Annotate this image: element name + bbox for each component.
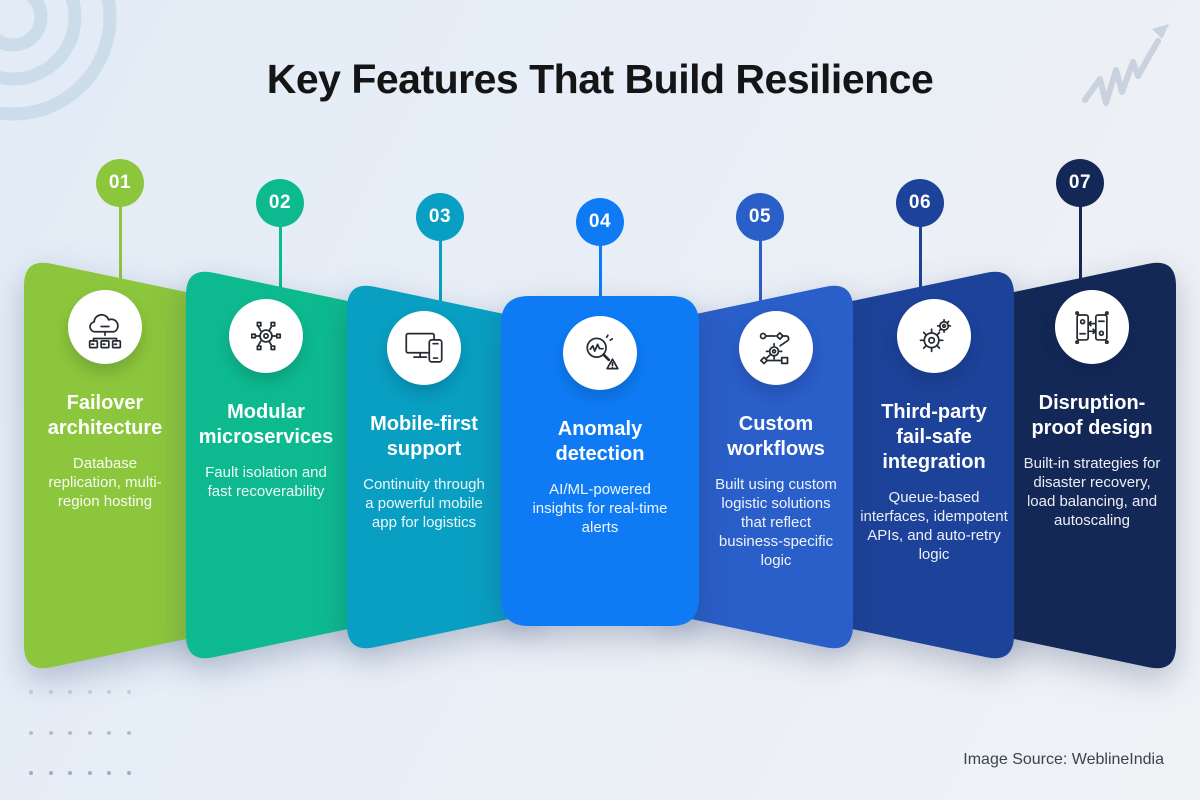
feature-card-7: Disruption-proof design Built-in strateg… — [976, 258, 1176, 673]
badge-stem-5 — [758, 239, 762, 314]
badge-stem-4 — [598, 244, 602, 310]
grid-dot — [29, 690, 33, 694]
card-title: Custom workflows — [727, 413, 825, 460]
card-description: AI/ML-powered insights for real-time ale… — [532, 481, 668, 536]
grid-dot — [127, 771, 131, 775]
card-shape — [814, 271, 1014, 659]
number-badge-3: 03 — [416, 193, 464, 241]
page-title: Key Features That Build Resilience — [266, 56, 934, 102]
feature-card-2: Modular microservices Fault isolation an… — [186, 267, 386, 663]
data-sync-icon — [1055, 290, 1129, 364]
workflow-icon — [739, 311, 813, 385]
feature-card-4: Anomaly detection AI/ML-powered insights… — [501, 296, 699, 626]
grid-dot — [68, 771, 73, 775]
number-badge-7: 07 — [1056, 159, 1104, 207]
number-badge-2: 02 — [256, 179, 304, 227]
grid-dot — [68, 690, 73, 694]
card-title: Failover architecture — [47, 392, 163, 439]
grid-dot — [107, 771, 112, 775]
number-badge-4: 04 — [576, 198, 624, 246]
grid-dot — [48, 690, 53, 694]
badge-stem-3 — [438, 239, 442, 314]
cloud-failover-icon — [68, 290, 142, 364]
grid-dot — [127, 731, 131, 735]
grid-dot — [48, 771, 53, 775]
grid-dot — [87, 690, 92, 694]
grid-dot — [48, 731, 53, 735]
mobile-first-icon — [387, 311, 461, 385]
grid-dot — [127, 690, 131, 694]
card-description: Continuity through a powerful mobile app… — [363, 476, 485, 531]
feature-card-5: Custom workflows Built using custom logi… — [653, 281, 853, 653]
card-description: Queue-based interfaces, idempotent APIs,… — [860, 489, 1008, 563]
card-shape — [653, 285, 853, 649]
card-shape — [347, 285, 547, 649]
badge-stem-6 — [918, 225, 922, 301]
card-shape — [186, 271, 386, 659]
number-badge-1: 01 — [96, 159, 144, 207]
card-description: Database replication, multi-region hosti… — [48, 455, 162, 510]
card-shape — [24, 262, 224, 669]
card-shape — [501, 296, 699, 626]
grid-dot — [87, 731, 92, 735]
badge-stem-2 — [278, 225, 282, 301]
microservices-icon — [229, 299, 303, 373]
grid-dot — [107, 690, 112, 694]
feature-card-3: Mobile-first support Continuity through … — [347, 281, 547, 653]
grid-dot — [68, 731, 73, 735]
grid-dot — [87, 771, 92, 775]
grid-dot — [29, 731, 33, 735]
card-title: Anomaly detection — [555, 418, 645, 465]
card-title: Mobile-first support — [370, 413, 478, 460]
badge-stem-7 — [1078, 205, 1082, 292]
number-badge-6: 06 — [896, 179, 944, 227]
feature-card-6: Third-party fail-safe integration Queue-… — [814, 267, 1014, 663]
card-description: Built using custom logistic solutions th… — [715, 476, 837, 569]
card-description: Fault isolation and fast recoverability — [205, 464, 327, 500]
card-description: Built-in strategies for disaster recover… — [1023, 455, 1161, 529]
anomaly-detection-icon — [563, 316, 637, 390]
image-source-credit: Image Source: WeblineIndia — [963, 751, 1164, 768]
feature-card-1: Failover architecture Database replicati… — [24, 258, 224, 673]
card-title: Disruption-proof design — [1031, 392, 1153, 439]
number-badge-5: 05 — [736, 193, 784, 241]
badge-stem-1 — [118, 205, 122, 292]
grid-dot — [107, 731, 112, 735]
card-title: Third-party fail-safe integration — [881, 401, 987, 473]
card-title: Modular microservices — [198, 401, 334, 448]
card-shape — [976, 262, 1176, 669]
grid-dot — [29, 771, 33, 775]
fail-safe-gear-icon — [897, 299, 971, 373]
